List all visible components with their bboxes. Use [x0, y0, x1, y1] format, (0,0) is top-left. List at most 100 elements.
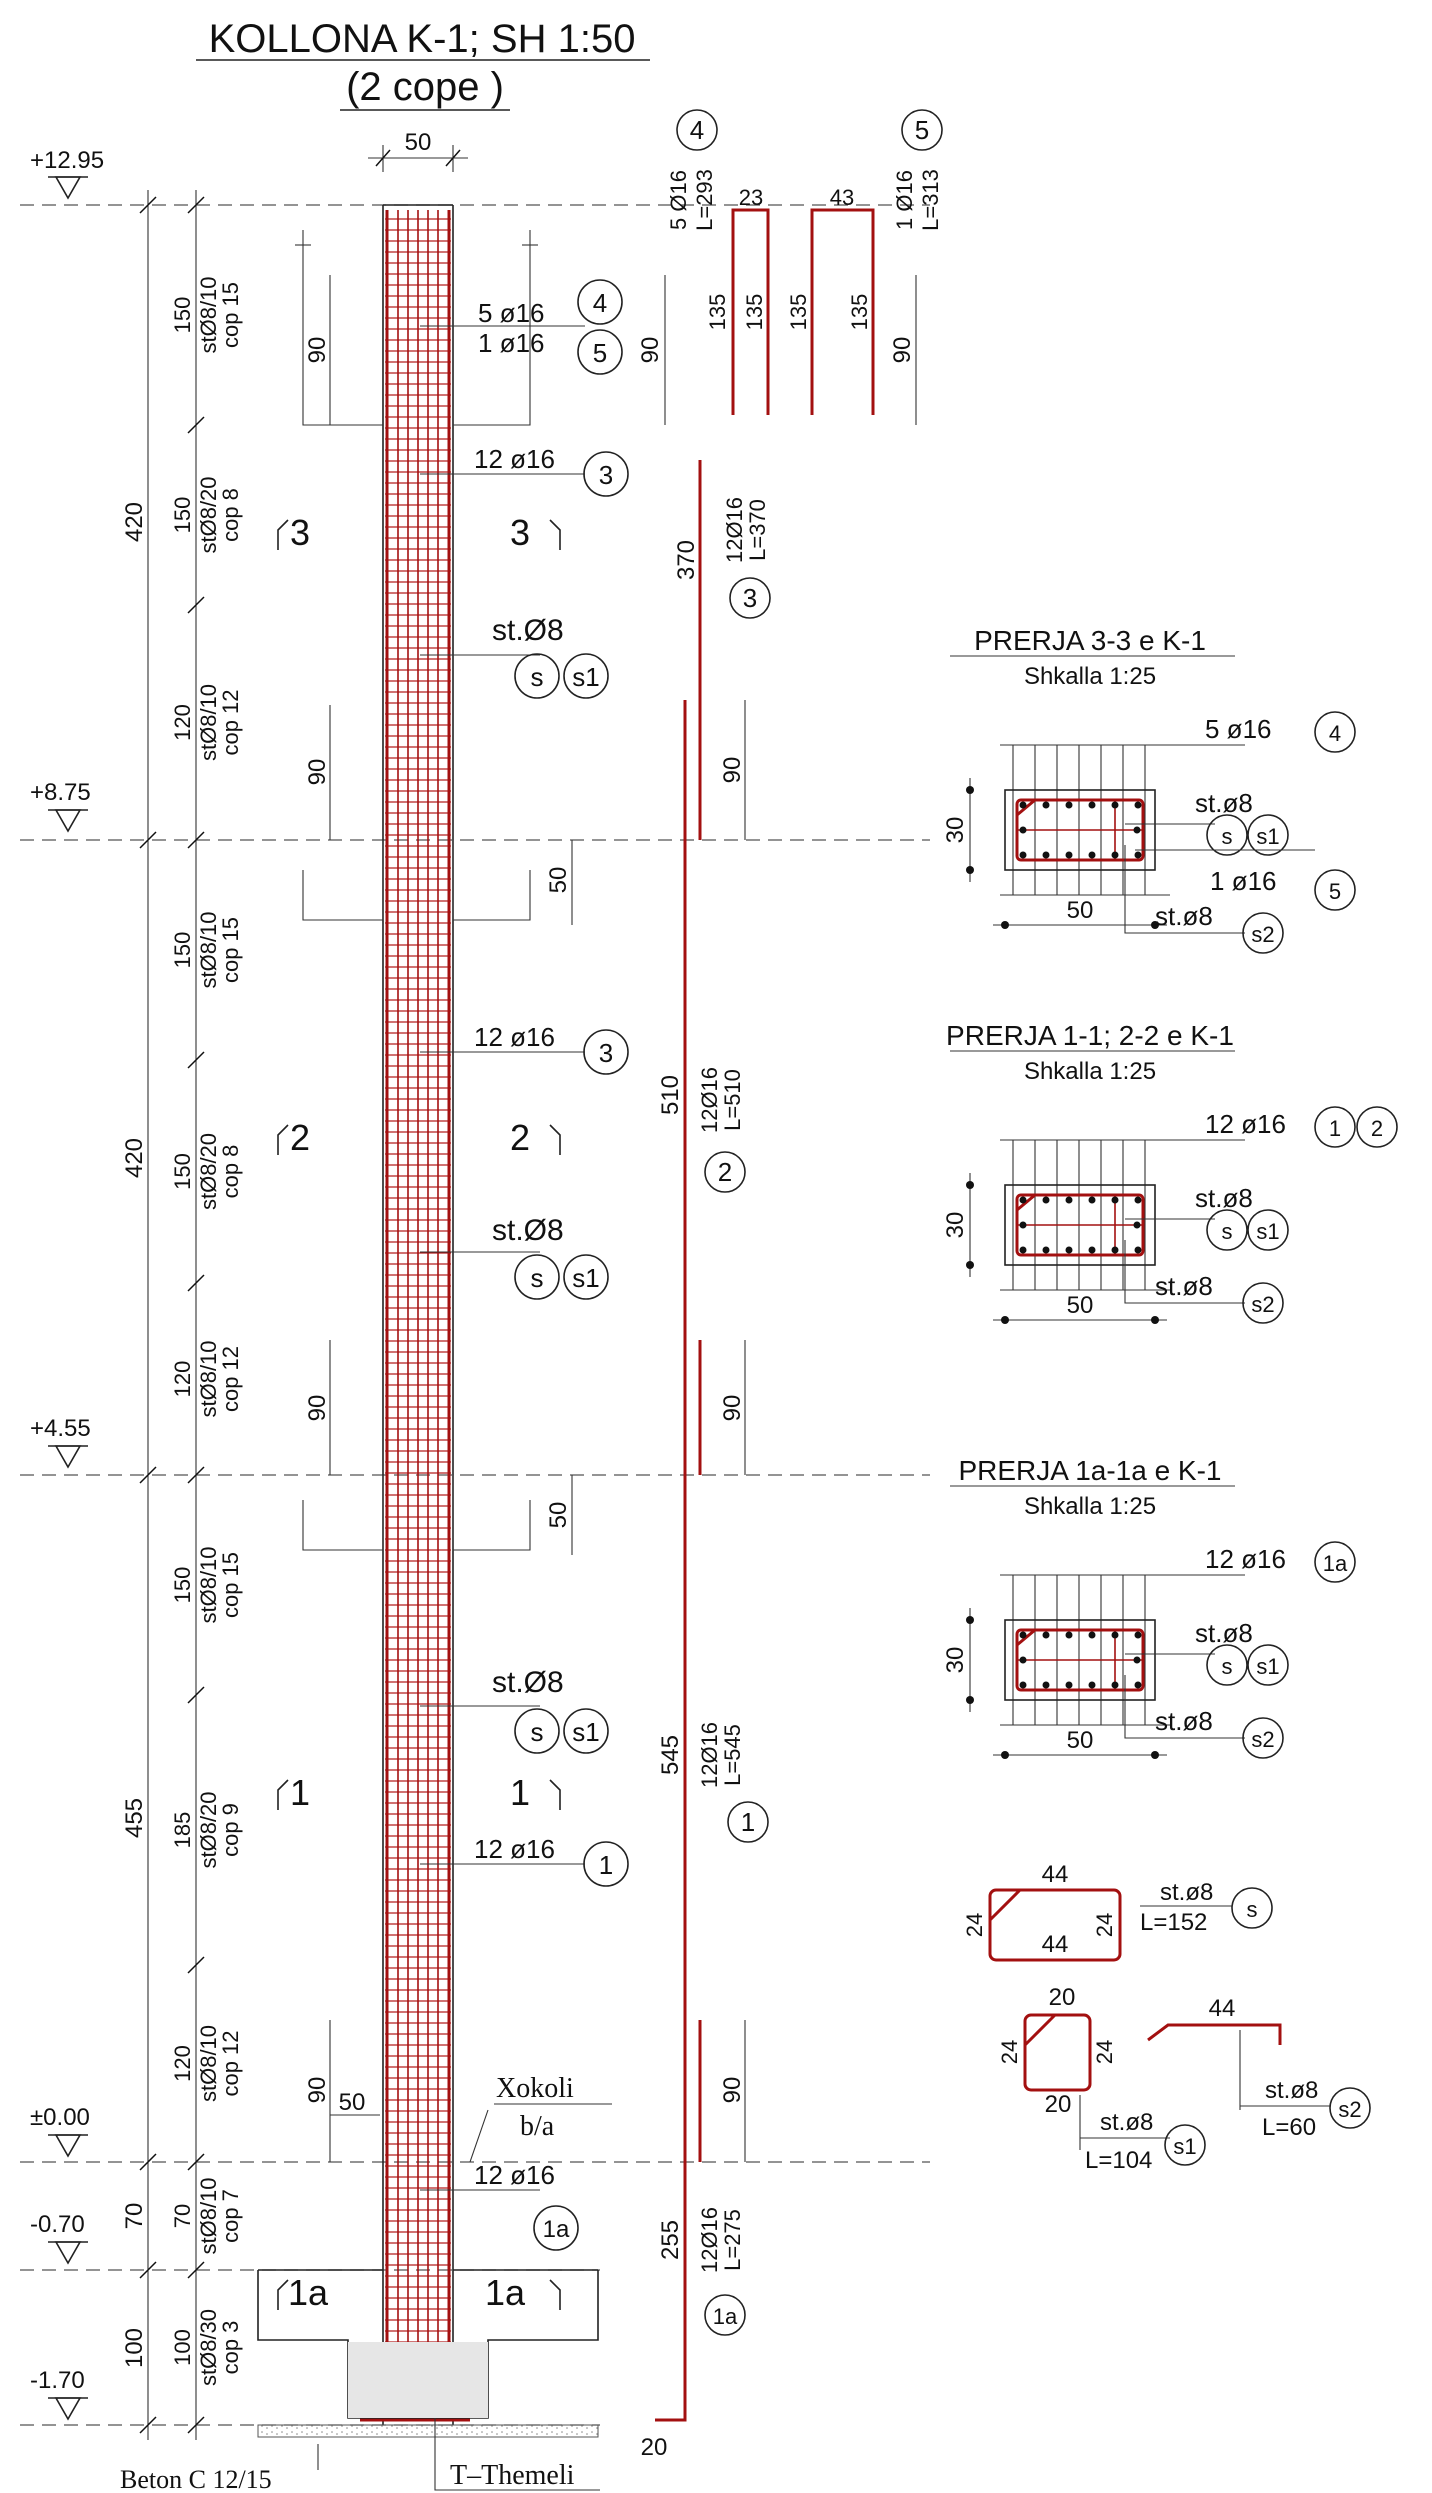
- svg-text:90: 90: [304, 337, 331, 364]
- drawing-title: KOLLONA K-1; SH 1:50: [209, 17, 636, 61]
- svg-text:s: s: [531, 1717, 544, 1747]
- svg-text:s: s: [1247, 1897, 1258, 1922]
- svg-text:2: 2: [718, 1157, 732, 1187]
- slab-profile-floor2: [302, 840, 531, 921]
- section-mark-1a-left: 1a: [288, 2272, 329, 2313]
- svg-text:st.ø8: st.ø8: [1155, 1706, 1213, 1736]
- svg-text:50: 50: [545, 867, 572, 894]
- svg-text:s: s: [1222, 824, 1233, 849]
- svg-text:PRERJA 1a-1a e K-1: PRERJA 1a-1a e K-1: [958, 1455, 1221, 1486]
- section-mark-1a-right: 1a: [485, 2272, 526, 2313]
- svg-text:L=313: L=313: [918, 169, 943, 231]
- dim-seg0a: 70: [121, 2203, 148, 2230]
- svg-text:90: 90: [304, 2077, 331, 2104]
- svg-text:4: 4: [593, 288, 607, 318]
- dim-seg2: 420: [121, 1138, 148, 1178]
- svg-text:12 ø16: 12 ø16: [474, 2160, 555, 2190]
- elevation-top: +12.95: [30, 147, 104, 174]
- svg-text:24: 24: [1092, 1913, 1117, 1937]
- svg-text:12 ø16: 12 ø16: [474, 1834, 555, 1864]
- svg-text:135: 135: [847, 294, 872, 331]
- zone-length: 120: [170, 2045, 195, 2082]
- bar-schedule: 23 43 135 135 135 135 90 4 5 Ø16 L=293 5…: [655, 109, 943, 2422]
- svg-text:s: s: [531, 1263, 544, 1293]
- svg-text:24: 24: [997, 2040, 1022, 2064]
- slab-profile-floor1: [302, 1475, 531, 1551]
- svg-text:135: 135: [786, 294, 811, 331]
- svg-text:s2: s2: [1251, 1727, 1274, 1752]
- themeli-label: T–Themeli: [450, 2460, 575, 2491]
- section-mark-3-left: 3: [290, 512, 310, 553]
- svg-text:s2: s2: [1338, 2097, 1361, 2122]
- zone-count: cop 9: [218, 1803, 243, 1857]
- zone-count: cop 7: [218, 2189, 243, 2243]
- zone-spec: stØ8/10: [196, 684, 221, 761]
- svg-text:255: 255: [657, 2220, 684, 2260]
- svg-text:s1: s1: [572, 1717, 599, 1747]
- zone-count: cop 15: [218, 282, 243, 348]
- section-mark-2-left: 2: [290, 1117, 310, 1158]
- elevation-minus070: -0.70: [30, 2211, 85, 2238]
- svg-text:s1: s1: [572, 662, 599, 692]
- section-mark-3-right: 3: [510, 512, 530, 553]
- zone-length: 100: [170, 2329, 195, 2366]
- svg-text:st.ø8: st.ø8: [1195, 1618, 1253, 1648]
- zone-count: cop 12: [218, 1346, 243, 1412]
- svg-text:20: 20: [1049, 1984, 1076, 2011]
- svg-text:545: 545: [657, 1735, 684, 1775]
- zone-count: cop 15: [218, 917, 243, 983]
- svg-text:370: 370: [673, 540, 700, 580]
- svg-text:30: 30: [942, 1212, 969, 1239]
- svg-text:L=370: L=370: [745, 499, 770, 561]
- svg-text:3: 3: [743, 583, 757, 613]
- column-callouts: 5 ø16 1 ø16 4 5 12 ø16 3 st.Ø8 s s1 12 ø…: [420, 279, 629, 2251]
- elevation-lines: [20, 204, 930, 2426]
- svg-text:20: 20: [1045, 2091, 1072, 2118]
- svg-text:1 Ø16: 1 Ø16: [892, 170, 917, 230]
- drawing-subtitle: (2 cope ): [346, 65, 504, 109]
- slab-profile-top: [295, 230, 538, 426]
- zone-length: 185: [170, 1812, 195, 1849]
- svg-text:Shkalla 1:25: Shkalla 1:25: [1024, 1058, 1156, 1085]
- zone-count: cop 12: [218, 689, 243, 755]
- svg-text:90: 90: [719, 1395, 746, 1422]
- svg-text:2: 2: [1371, 1116, 1383, 1141]
- svg-text:st.ø8: st.ø8: [1195, 1183, 1253, 1213]
- svg-text:43: 43: [830, 185, 854, 210]
- svg-text:1: 1: [741, 1807, 755, 1837]
- svg-text:4: 4: [690, 115, 704, 145]
- svg-text:1 ø16: 1 ø16: [478, 328, 545, 358]
- svg-text:24: 24: [962, 1913, 987, 1937]
- svg-text:90: 90: [719, 757, 746, 784]
- svg-text:3: 3: [599, 1038, 613, 1068]
- svg-text:1a: 1a: [713, 2304, 738, 2329]
- zone-spec: stØ8/10: [196, 2025, 221, 2102]
- outer-dimension-chain: 420 420 455 70 100: [121, 190, 157, 2440]
- svg-text:5: 5: [915, 115, 929, 145]
- svg-text:s: s: [1222, 1219, 1233, 1244]
- svg-text:44: 44: [1209, 1995, 1236, 2022]
- elevation-floor2: +8.75: [30, 779, 91, 806]
- svg-text:st.ø8: st.ø8: [1155, 901, 1213, 931]
- zone-length: 70: [170, 2204, 195, 2228]
- svg-text:s2: s2: [1251, 922, 1274, 947]
- svg-text:44: 44: [1042, 1861, 1069, 1888]
- svg-text:90: 90: [637, 337, 664, 364]
- svg-text:st.ø8: st.ø8: [1195, 788, 1253, 818]
- svg-text:12Ø16: 12Ø16: [697, 2207, 722, 2273]
- svg-text:1 ø16: 1 ø16: [1210, 866, 1277, 896]
- svg-text:12 ø16: 12 ø16: [474, 1022, 555, 1052]
- svg-text:L=545: L=545: [720, 1724, 745, 1786]
- xokoli-label: Xokoli: [496, 2073, 574, 2104]
- svg-text:st.Ø8: st.Ø8: [492, 614, 564, 647]
- dims-90: 90 90 90 90 90 50 50 50: [304, 275, 666, 2162]
- zone-length: 150: [170, 932, 195, 969]
- svg-text:23: 23: [739, 185, 763, 210]
- svg-text:12Ø16: 12Ø16: [697, 1067, 722, 1133]
- zone-spec: stØ8/20: [196, 1133, 221, 1210]
- svg-text:12 ø16: 12 ø16: [474, 444, 555, 474]
- svg-text:st.ø8: st.ø8: [1100, 2109, 1153, 2136]
- elevation-floor1: +4.55: [30, 1415, 91, 1442]
